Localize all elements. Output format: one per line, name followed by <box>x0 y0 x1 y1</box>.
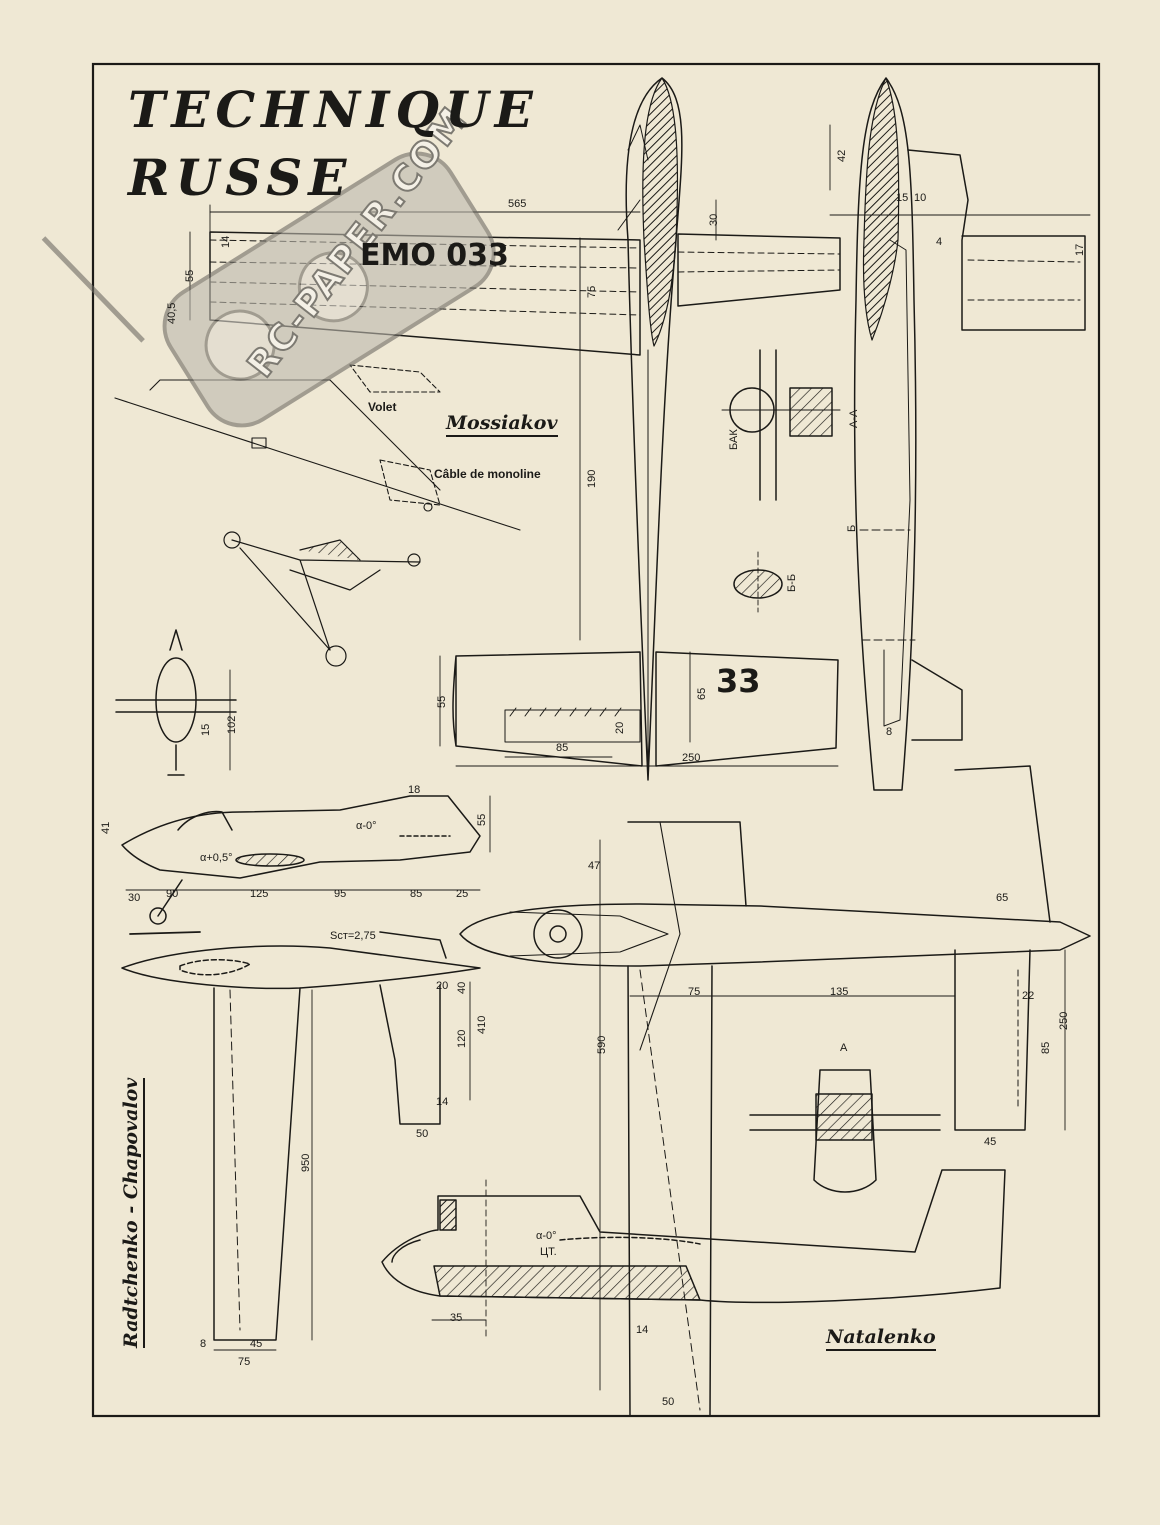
dim-rc-41: 41 <box>100 821 112 834</box>
page-title-line-2: RUSSE <box>128 148 353 207</box>
front-view-small <box>115 629 237 776</box>
page-title-line-1: TECHNIQUE <box>128 80 539 139</box>
dim-stab-55: 55 <box>436 695 448 708</box>
designer-natalenko: Natalenko <box>826 1326 936 1351</box>
dim-10: 10 <box>914 192 927 204</box>
dim-rc-950: 950 <box>300 1153 312 1172</box>
dim-rc-95: 95 <box>334 888 347 900</box>
dim-15: 15 <box>896 192 909 204</box>
stabilizer-left <box>452 651 643 767</box>
wing-registration: EMO 033 <box>360 238 509 273</box>
dim-rc-40: 40 <box>456 981 468 994</box>
rc-transmitter-icon <box>41 151 496 428</box>
dim-n-85: 85 <box>1040 1041 1052 1054</box>
dim-wing-span: 565 <box>508 198 527 210</box>
alpha-plus-label: α+0,5° <box>200 852 233 864</box>
dim-n-590: 590 <box>596 1035 608 1054</box>
dim-n-75: 75 <box>688 986 701 998</box>
mossiakov-side-view <box>829 77 1091 791</box>
dim-stab-250: 250 <box>682 752 701 764</box>
linkage-sketch <box>114 364 521 531</box>
flap-label: Volet <box>368 400 397 414</box>
cg-label: ЦТ. <box>540 1246 557 1258</box>
dim-stab-65: 65 <box>696 687 708 700</box>
right-wing-stub <box>677 233 841 307</box>
dim-n-35: 35 <box>450 1312 463 1324</box>
designer-radtchenko: Radtchenko - Chapovalov <box>120 1077 145 1348</box>
section-aa-label: A-A <box>848 409 860 428</box>
dim-rc-125: 125 <box>250 888 269 900</box>
dim-190: 190 <box>586 469 598 488</box>
section-b-mark: Б <box>846 524 858 532</box>
dim-rc-50: 50 <box>416 1128 429 1140</box>
dim-30: 30 <box>708 213 720 226</box>
dim-rc-55: 55 <box>476 813 488 826</box>
designer-mossiakov: Mossiakov <box>446 412 558 437</box>
alpha-zero-label-2: α-0° <box>536 1230 557 1242</box>
dim-n-14: 14 <box>636 1324 649 1336</box>
area-label: Sст=2,75 <box>330 930 376 942</box>
dim-rc-90: 90 <box>166 888 179 900</box>
natalenko-section <box>749 1069 941 1193</box>
dim-rc-75: 75 <box>238 1356 251 1368</box>
dim-rc-85: 85 <box>410 888 423 900</box>
mossiakov-top-view <box>189 77 841 781</box>
dim-n-65: 65 <box>996 892 1009 904</box>
section-a-mark: A <box>840 1042 848 1054</box>
dim-stab-20: 20 <box>614 721 626 734</box>
stabilizer-right <box>655 651 839 767</box>
section-bb-label: Б-Б <box>786 573 798 592</box>
dim-8: 8 <box>886 726 893 738</box>
dim-n-47: 47 <box>588 860 601 872</box>
alpha-zero-label: α-0° <box>356 820 377 832</box>
dim-n-135: 135 <box>830 986 849 998</box>
natalenko-top-view <box>459 765 1091 1417</box>
tank-section-detail <box>721 349 841 613</box>
dim-rc-120: 120 <box>456 1029 468 1048</box>
dim-rc-8: 8 <box>200 1338 207 1350</box>
dim-front-102: 102 <box>226 715 238 734</box>
dim-stab-85: 85 <box>556 742 569 754</box>
dim-n-45: 45 <box>984 1136 997 1148</box>
dim-rc-45: 45 <box>250 1338 263 1350</box>
radtchenko-side-view <box>121 795 491 935</box>
tail-registration: 33 <box>716 662 761 700</box>
dim-4: 4 <box>936 236 943 248</box>
tank-label: БАК <box>728 429 740 450</box>
dim-14: 14 <box>220 235 232 248</box>
line-cable-label: Câble de monoline <box>434 467 541 481</box>
dim-rc-20: 20 <box>436 980 449 992</box>
dim-17: 17 <box>1074 243 1086 256</box>
dim-42: 42 <box>836 149 848 162</box>
dim-front-15: 15 <box>200 723 212 736</box>
dim-n-250: 250 <box>1058 1011 1070 1030</box>
undercarriage-sketch <box>223 531 421 667</box>
natalenko-side-view <box>381 1169 1006 1341</box>
dim-rc-18: 18 <box>408 784 421 796</box>
sheet-border <box>91 62 1101 1418</box>
dim-rc-25: 25 <box>456 888 469 900</box>
dim-n-22: 22 <box>1022 990 1035 1002</box>
dim-405: 40,5 <box>166 302 178 324</box>
radtchenko-top-view <box>121 931 481 1351</box>
dim-n-50: 50 <box>662 1396 675 1408</box>
dim-wing-root: 75 <box>586 285 598 298</box>
dim-rc-14: 14 <box>436 1096 449 1108</box>
dim-tip-chord: 55 <box>184 269 196 282</box>
dim-rc-410: 410 <box>476 1015 488 1034</box>
dim-rc-30: 30 <box>128 892 141 904</box>
